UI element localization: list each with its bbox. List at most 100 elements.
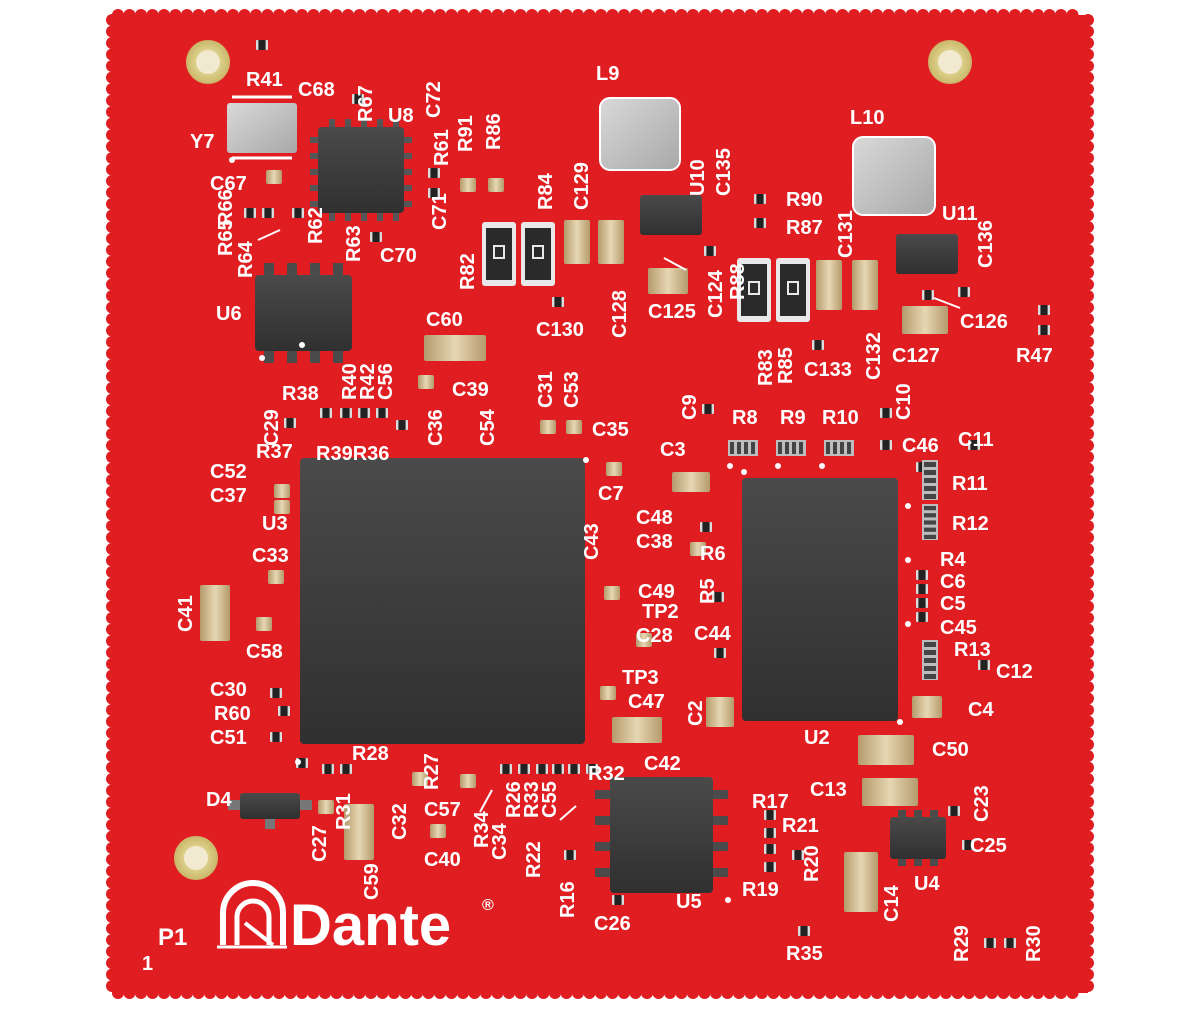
silkscreen-label: R47: [1016, 345, 1053, 367]
silkscreen-label: C27: [309, 825, 331, 862]
u2-memory-chip: [742, 478, 898, 721]
silkscreen-label: R26: [503, 781, 525, 818]
capacitor: [612, 717, 662, 743]
u3-processor-chip: [300, 458, 585, 744]
silkscreen-label: R37: [256, 441, 293, 463]
capacitor: [648, 268, 688, 294]
silkscreen-label: R8: [732, 407, 758, 429]
u4-chip: [890, 817, 946, 859]
silkscreen-label: C48: [636, 507, 673, 529]
silkscreen-label: C133: [804, 359, 852, 381]
silkscreen-label: D4: [206, 789, 232, 811]
silkscreen-label: R9: [780, 407, 806, 429]
passive-components: [200, 40, 1050, 948]
silkscreen-label: C53: [561, 371, 583, 408]
u5-soic-chip: [610, 777, 713, 893]
resistor-array: [776, 440, 806, 456]
silkscreen-label: C7: [598, 483, 624, 505]
silkscreen-label: C56: [375, 363, 397, 400]
silkscreen-label: C54: [477, 408, 499, 446]
main-ics: [240, 127, 958, 893]
silkscreen-label: R65: [215, 219, 237, 256]
u6-soic-chip: [255, 275, 352, 351]
trademark-symbol: ®: [482, 897, 494, 914]
silkscreen-label: C36: [425, 409, 447, 446]
small-capacitor: [606, 462, 622, 476]
ic-leads: [228, 119, 938, 877]
capacitor: [862, 778, 918, 806]
silkscreen-label: C2: [685, 700, 707, 726]
silkscreen-label: R90: [786, 189, 823, 211]
silkscreen-label: C46: [902, 435, 939, 457]
small-capacitor: [690, 542, 706, 556]
silkscreen-label: R41: [246, 69, 283, 91]
capacitor: [852, 260, 878, 310]
silkscreen-label: C70: [380, 245, 417, 267]
l9-inductor: [599, 97, 681, 171]
small-capacitor: [460, 774, 476, 788]
small-capacitor: [460, 178, 476, 192]
silkscreen-label: R60: [214, 703, 251, 725]
silkscreen-label: R61: [431, 129, 453, 166]
silkscreen-label: C42: [644, 753, 681, 775]
silkscreen-label: R84: [535, 172, 557, 210]
silkscreen-label: R86: [483, 113, 505, 150]
small-capacitor: [268, 570, 284, 584]
silkscreen-label: R63: [343, 225, 365, 262]
small-capacitor: [636, 633, 652, 647]
small-capacitor: [274, 484, 290, 498]
u11-regulator-chip: [896, 234, 958, 274]
silkscreen-label: U8: [388, 105, 414, 127]
silkscreen-label: R87: [786, 217, 823, 239]
connector-label-p1: P1: [158, 924, 187, 951]
silkscreen-label: C41: [175, 595, 197, 632]
silkscreen-label: R33: [521, 781, 543, 818]
silkscreen-label: C4: [968, 699, 994, 721]
capacitor: [672, 472, 710, 492]
silkscreen-label: Y7: [190, 131, 214, 153]
silkscreen-label: C33: [252, 545, 289, 567]
capacitor: [844, 852, 878, 912]
silkscreen-label: R38: [282, 383, 319, 405]
silkscreen-label: R27: [421, 753, 443, 790]
capacitor: [344, 804, 374, 860]
silkscreen-label: TP3: [622, 667, 659, 689]
silkscreen-label: R20: [801, 845, 823, 882]
capacitor: [858, 735, 914, 765]
silkscreen-label: C55: [539, 781, 561, 818]
silkscreen-label: C9: [679, 394, 701, 420]
silkscreen-label: R88: [727, 263, 749, 300]
silkscreen-label: C30: [210, 679, 247, 701]
silkscreen-label: R62: [305, 207, 327, 244]
mounting-holes: [174, 40, 972, 880]
u8-qfn-chip: [318, 127, 404, 213]
small-capacitor: [256, 617, 272, 631]
dante-logo: Dante ®: [217, 880, 494, 958]
resistor-array: [728, 440, 758, 456]
capacitor: [706, 697, 734, 727]
silkscreen-label: C72: [423, 81, 445, 118]
capacitor: [564, 220, 590, 264]
silkscreen-label: R16: [557, 881, 579, 918]
silkscreen-label: R22: [523, 841, 545, 878]
small-capacitor: [418, 375, 434, 389]
pin1-label: 1: [142, 953, 153, 975]
silkscreen-label: R13: [954, 639, 991, 661]
silkscreen-label: C11: [958, 429, 994, 451]
silkscreen-label: R83: [755, 349, 777, 386]
silkscreen-label: C126: [960, 311, 1008, 333]
silkscreen-label: C40: [424, 849, 461, 871]
silkscreen-label: R42: [357, 363, 379, 400]
silkscreen-label: C125: [648, 301, 696, 323]
silkscreen-label: C50: [932, 739, 969, 761]
silkscreen-label: C5: [940, 593, 966, 615]
silkscreen-label: C49: [638, 581, 675, 603]
silkscreen-label: C31: [535, 371, 557, 408]
silkscreen-label: R11: [952, 473, 988, 495]
capacitor: [902, 306, 948, 334]
l10-inductor: [852, 136, 936, 216]
silkscreen-label: C128: [609, 290, 631, 338]
silkscreen-label: C132: [863, 332, 885, 380]
silkscreen-label: C127: [892, 345, 940, 367]
